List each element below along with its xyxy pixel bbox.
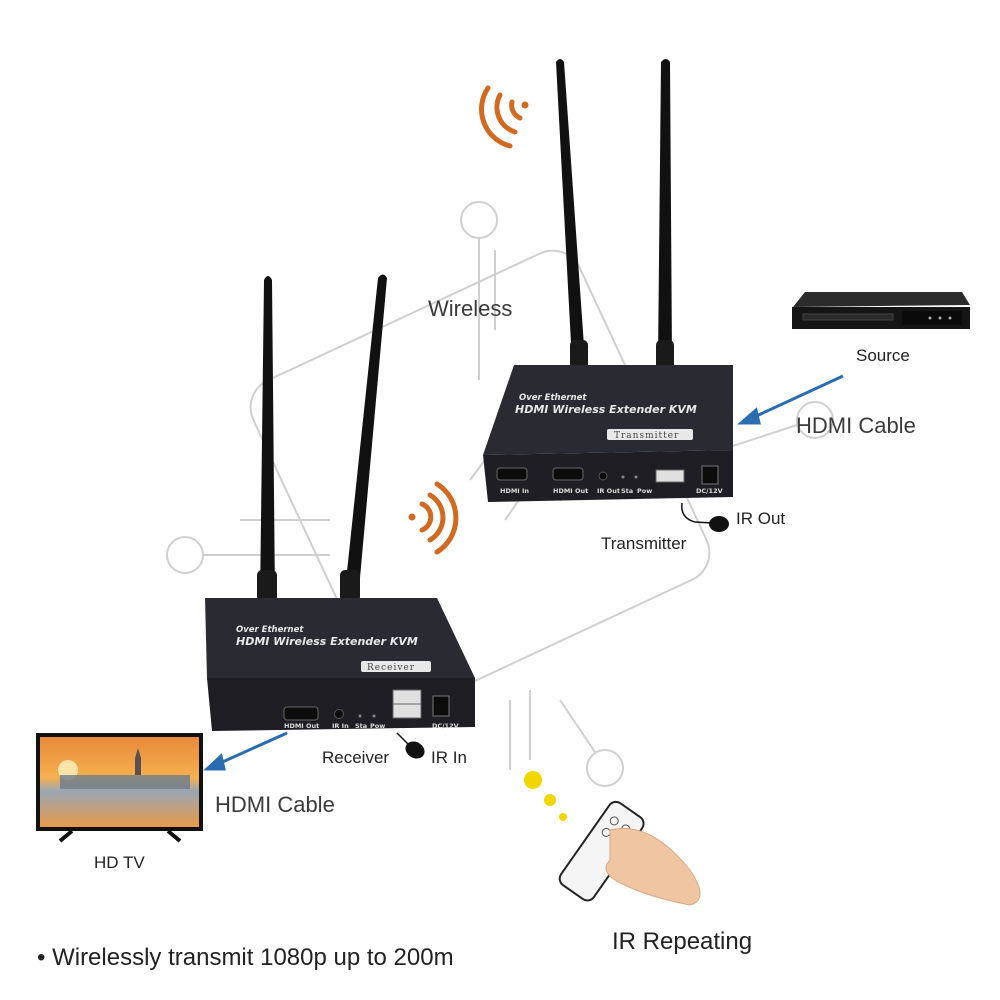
antenna-base: [340, 570, 360, 602]
wifi-arc: [427, 492, 446, 543]
ir-dot: [524, 771, 542, 789]
watermark-circle: [796, 401, 834, 439]
tv-town: [60, 775, 190, 789]
wifi-arc: [479, 85, 513, 149]
watermark-line: [559, 699, 596, 753]
wifi-dot: [408, 513, 416, 521]
source-button: [928, 316, 932, 320]
bullet-icon: •: [37, 944, 53, 971]
port-label: HDMI In: [500, 487, 529, 495]
port-label: Pow: [370, 722, 385, 730]
ir-dot: [559, 813, 567, 821]
wifi-arc: [494, 92, 518, 135]
device-badge-text: Receiver: [367, 663, 415, 673]
antenna-base: [656, 340, 674, 370]
device-badge-text: Transmitter: [614, 431, 679, 441]
ir-dot: [544, 794, 556, 806]
hand: [605, 827, 701, 906]
ir-in-sensor: [405, 741, 425, 759]
ir-out-label: IR Out: [736, 509, 786, 528]
port-label: Sta: [621, 487, 633, 495]
device-top: [205, 598, 475, 678]
source-top: [793, 292, 970, 307]
wireless-label: Wireless: [428, 296, 513, 321]
ir-in-cable: [396, 732, 410, 746]
antenna: [658, 59, 672, 360]
source-display: [902, 311, 962, 325]
port-usb: [655, 469, 685, 483]
wifi-arc: [434, 481, 459, 555]
port-label: HDMI Out: [553, 487, 588, 495]
hdmi-cable-label-top: HDMI Cable: [796, 413, 916, 438]
arrowhead: [736, 407, 761, 425]
device-badge: [607, 429, 693, 440]
feature-bullet: • Wirelessly transmit 1080p up to 200m: [37, 944, 454, 972]
hd-tv-label: HD TV: [94, 853, 145, 872]
port-label: Sta: [355, 722, 367, 730]
ir-out-sensor: [709, 516, 729, 532]
led-sta: [358, 714, 362, 718]
port-label: IR Out: [597, 487, 620, 495]
port-ir-in: [334, 709, 344, 719]
led-pow: [372, 714, 376, 718]
port-label: HDMI Out: [284, 722, 319, 730]
antenna: [260, 276, 275, 600]
port-hdmi-out: [283, 706, 319, 721]
receiver-label: Receiver: [322, 748, 390, 767]
antenna-base: [570, 340, 588, 370]
device-title: HDMI Wireless Extender KVM: [236, 635, 418, 648]
port-hdmi-out: [552, 467, 584, 481]
device-front: [483, 450, 733, 502]
antenna: [344, 274, 387, 600]
transmitter-label: Transmitter: [601, 534, 687, 553]
led-sta: [621, 475, 625, 479]
antenna-base: [257, 570, 277, 602]
source-button: [948, 316, 952, 320]
ir-in-label: IR In: [431, 748, 467, 767]
port-dc: [701, 465, 719, 485]
port-label: Pow: [637, 487, 652, 495]
wifi-arc: [419, 501, 434, 533]
watermark-circle: [586, 749, 624, 787]
tv-tower: [135, 748, 141, 775]
port-dc: [432, 695, 450, 717]
ir-out-cable: [681, 502, 713, 524]
ir-repeating-label: IR Repeating: [612, 928, 753, 955]
wifi-dot: [521, 101, 529, 109]
tv-stand: [58, 829, 182, 843]
device-badge: [361, 661, 431, 672]
port-label: IR In: [332, 722, 349, 730]
port-label: DC/12V: [696, 487, 723, 495]
led-pow: [634, 475, 638, 479]
arrow-hdmi-tv: [217, 731, 288, 766]
port-label: DC/12V: [432, 722, 459, 730]
source-label: Source: [856, 346, 910, 365]
remote-button: [609, 816, 619, 826]
antenna: [556, 59, 585, 362]
port-ir-out: [598, 471, 608, 481]
device-subtitle: Over Ethernet: [519, 393, 587, 403]
feature-text: Wirelessly transmit 1080p up to 200m: [52, 944, 454, 971]
wifi-arc: [509, 99, 523, 121]
hdmi-cable-label-bottom: HDMI Cable: [215, 792, 335, 817]
device-subtitle: Over Ethernet: [236, 625, 304, 635]
port-hdmi-in: [496, 467, 528, 481]
disc-tray: [802, 313, 894, 321]
arrow-hdmi-source: [751, 374, 844, 420]
device-title: HDMI Wireless Extender KVM: [515, 403, 697, 416]
source-button: [938, 316, 942, 320]
arrowhead: [203, 753, 226, 771]
